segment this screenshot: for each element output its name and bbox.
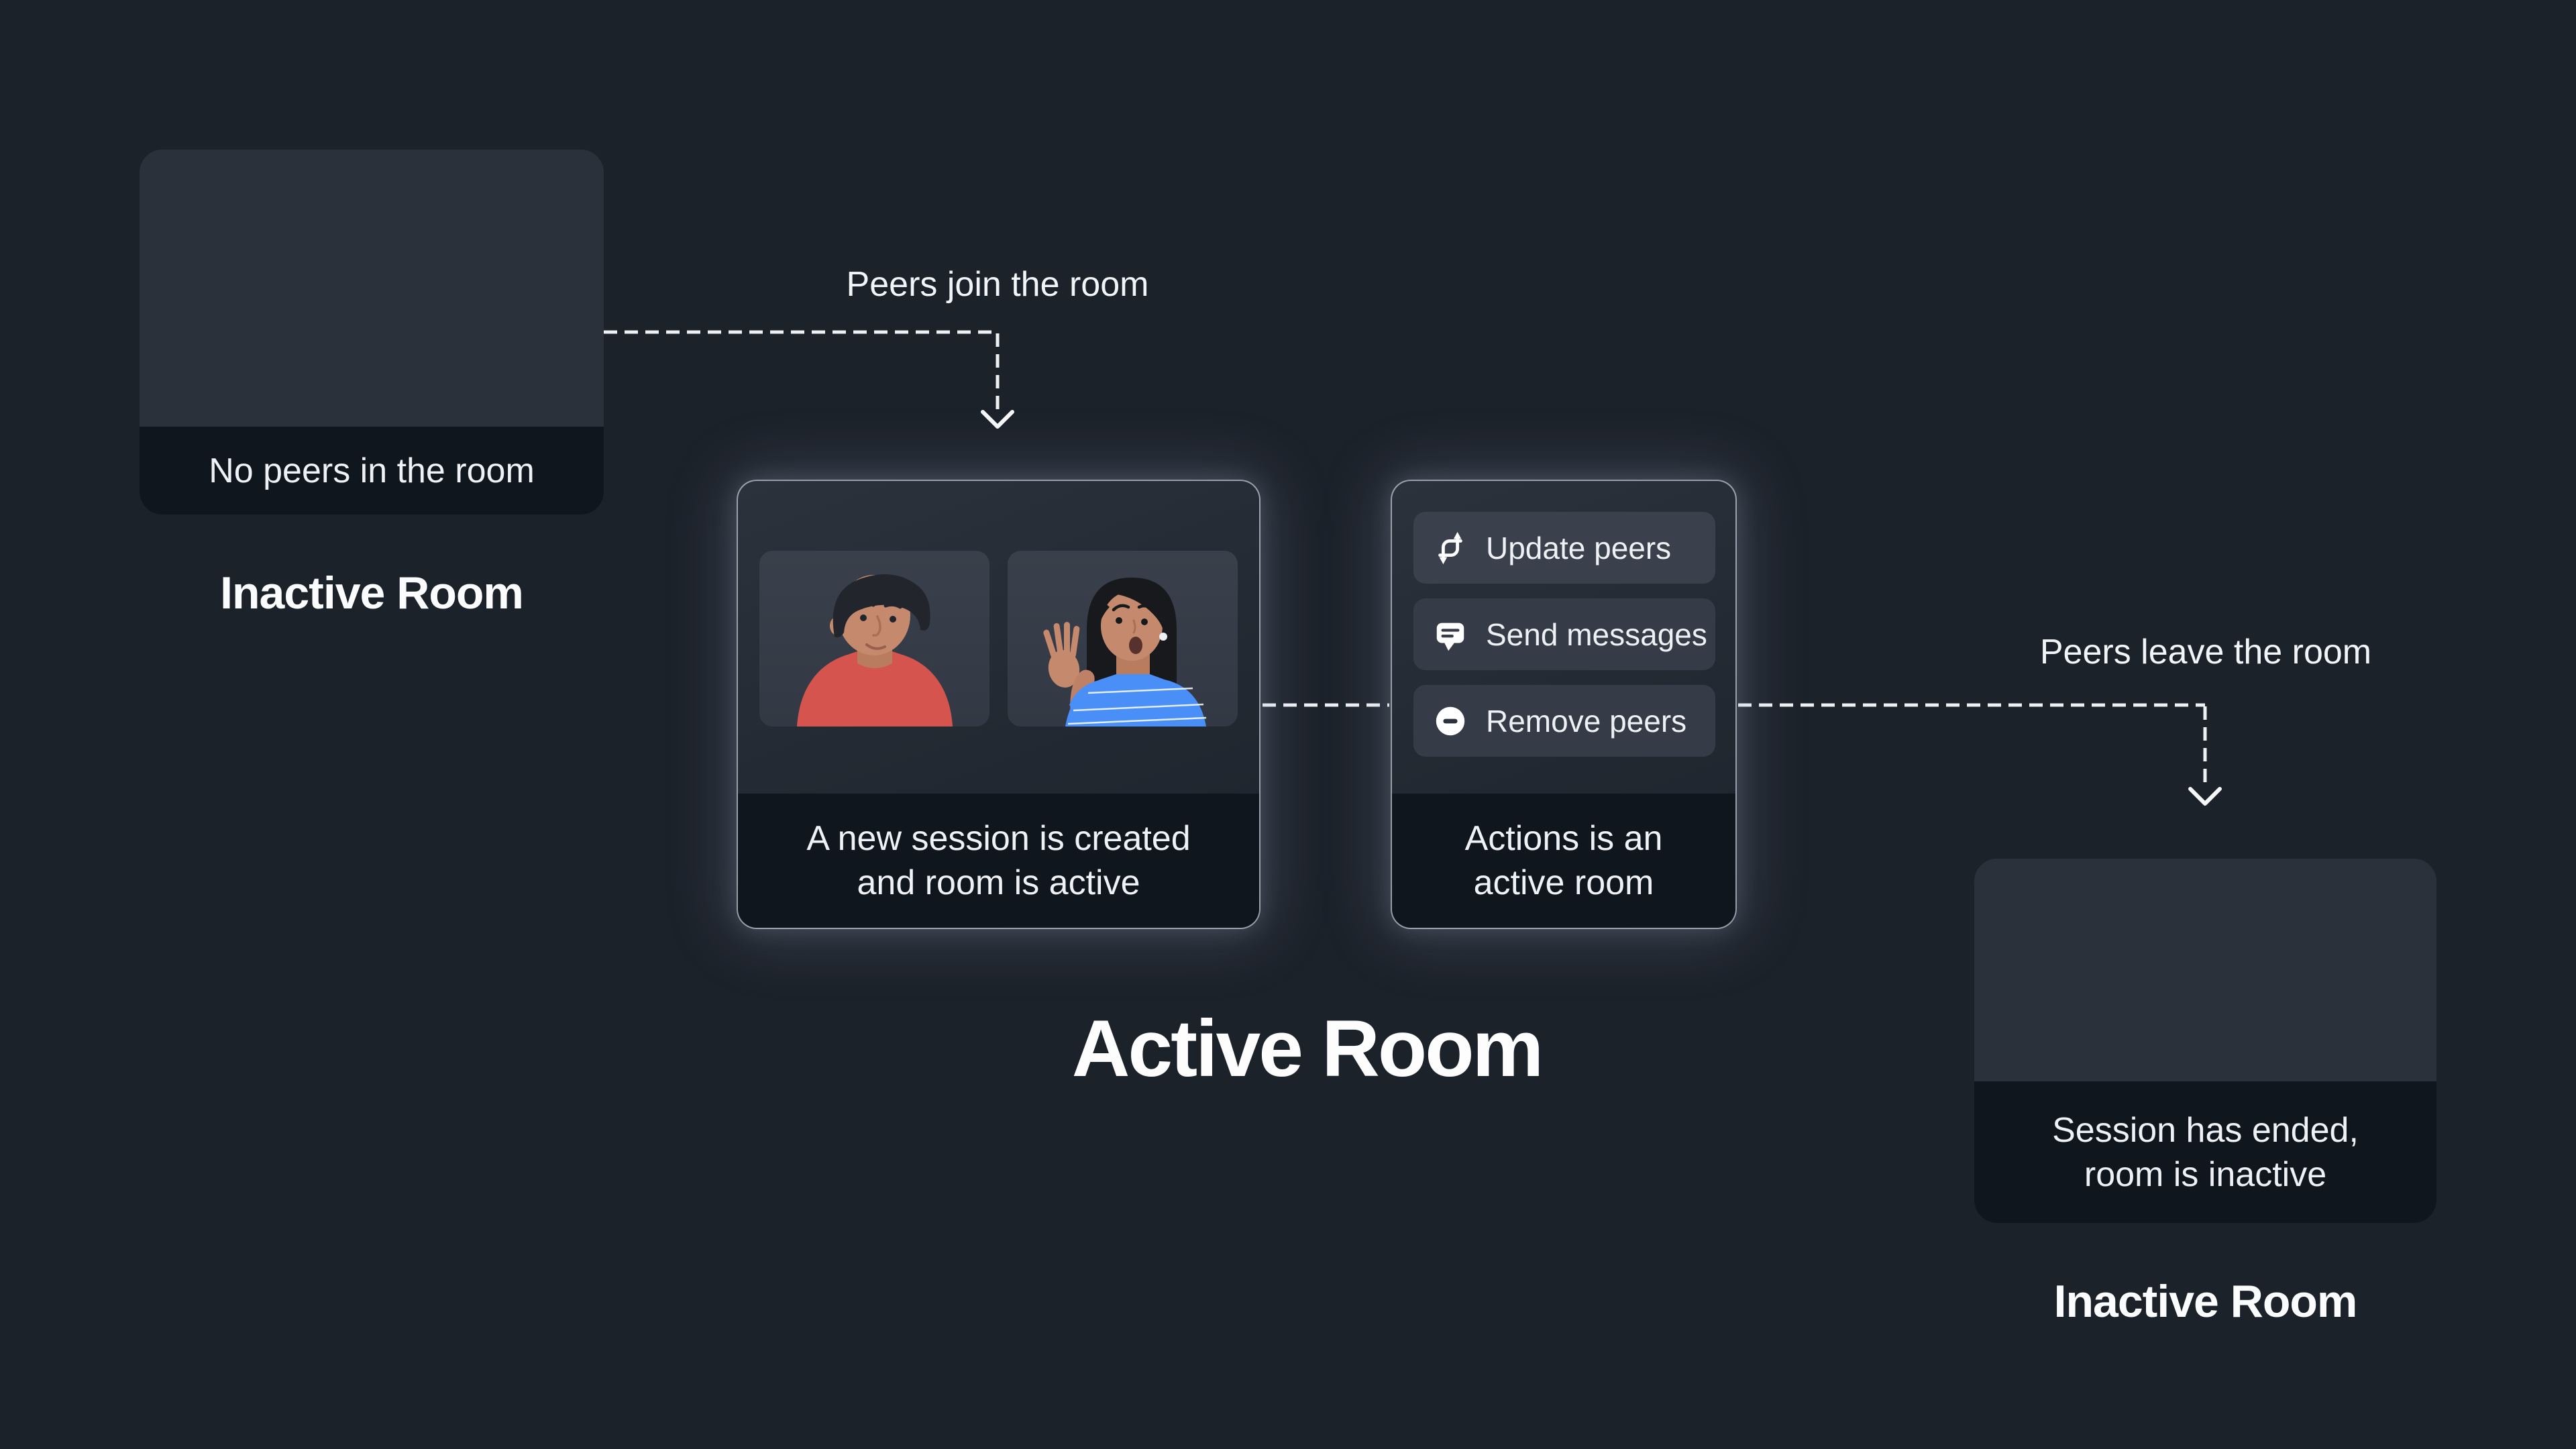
- send-messages-button[interactable]: Send messages: [1413, 598, 1715, 670]
- leave-arrowhead-icon: [2188, 787, 2222, 806]
- remove-peers-button[interactable]: Remove peers: [1413, 685, 1715, 757]
- button-label: Send messages: [1486, 616, 1707, 652]
- inactive-room-end-card: Session has ended, room is inactive: [1974, 859, 2436, 1223]
- button-label: Update peers: [1486, 530, 1672, 566]
- remove-icon: [1436, 706, 1465, 735]
- inactive-room-end-caption: Session has ended, room is inactive: [1974, 1081, 2436, 1223]
- male-peer-avatar: [797, 574, 953, 727]
- ended-room-preview: [1974, 859, 2436, 1081]
- room-actions-card: Update peers Send messages Remove peers …: [1391, 480, 1737, 929]
- inactive-room-start-card: No peers in the room: [140, 150, 604, 515]
- inactive-room-end-title: Inactive Room: [2053, 1276, 2358, 1327]
- inactive-room-start-caption: No peers in the room: [140, 427, 604, 515]
- button-label: Remove peers: [1486, 703, 1687, 739]
- empty-room-preview: [140, 150, 604, 427]
- room-actions-caption: Actions is an active room: [1392, 794, 1735, 928]
- peers-leave-label: Peers leave the room: [2039, 633, 2372, 672]
- female-peer-avatar: [1043, 578, 1207, 727]
- active-session-card: A new session is created and room is act…: [737, 480, 1260, 929]
- peers-join-label: Peers join the room: [846, 265, 1149, 304]
- caption-line: Session has ended,: [2052, 1110, 2359, 1150]
- active-room-title: Active Room: [1071, 1004, 1544, 1093]
- join-arrowhead-icon: [981, 410, 1014, 429]
- repeat-icon: [1438, 531, 1462, 564]
- update-peers-button[interactable]: Update peers: [1413, 512, 1715, 584]
- caption-line: A new session is created: [806, 819, 1191, 858]
- message-icon: [1436, 623, 1464, 651]
- peer-tile-male: [759, 551, 989, 727]
- caption-line: active room: [1473, 863, 1654, 902]
- caption-text: No peers in the room: [209, 451, 535, 490]
- caption-line: Actions is an: [1464, 819, 1663, 858]
- inactive-room-start-title: Inactive Room: [220, 568, 524, 619]
- caption-line: room is inactive: [2084, 1155, 2327, 1194]
- caption-line: and room is active: [857, 863, 1140, 902]
- peer-tile-female: [1008, 551, 1238, 727]
- active-session-caption: A new session is created and room is act…: [738, 794, 1259, 928]
